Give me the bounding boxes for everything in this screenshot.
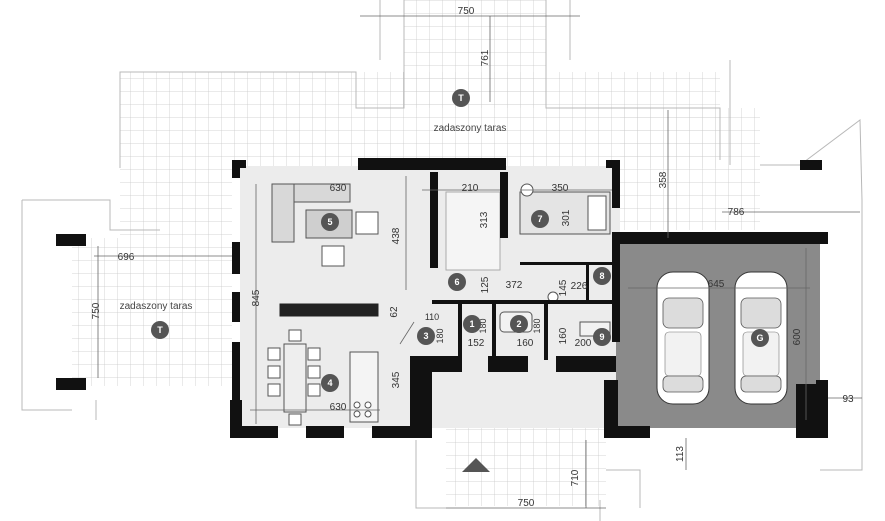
dim-top-depth: 761 — [480, 49, 491, 66]
dim-room2-depth: 180 — [532, 318, 542, 333]
svg-text:9: 9 — [599, 332, 604, 342]
dim-room2-width: 160 — [517, 338, 534, 349]
roof-outlines — [21, 0, 863, 521]
dimension-lines — [94, 15, 862, 509]
dim-stair-depth: 313 — [479, 211, 490, 228]
svg-text:2: 2 — [516, 319, 521, 329]
dim-wc-depth: 180 — [435, 328, 445, 343]
dim-kitchen-depth: 345 — [391, 371, 402, 388]
dim-kitchen-gap: 62 — [389, 306, 400, 318]
dim-garage-offset: 93 — [842, 394, 854, 405]
garage-floor — [616, 242, 820, 428]
badge-room-9: 9 — [593, 328, 611, 346]
dim-hall-depth: 125 — [480, 276, 491, 293]
svg-text:G: G — [756, 333, 763, 343]
dimension-labels: 750 761 358 786 696 750 630 210 350 313 … — [91, 6, 854, 509]
dim-left-terrace-depth: 750 — [91, 302, 102, 319]
svg-text:5: 5 — [327, 217, 332, 227]
walls — [56, 158, 828, 438]
dim-right-terrace-width: 786 — [728, 207, 745, 218]
dim-stair-width: 210 — [462, 183, 479, 194]
badge-terrace-left: T — [151, 321, 169, 339]
badge-terrace-top: T — [452, 89, 470, 107]
svg-text:T: T — [157, 325, 163, 335]
dim-dining-width: 630 — [330, 402, 347, 413]
dim-left-terrace-width: 696 — [118, 252, 135, 263]
svg-text:T: T — [458, 93, 464, 103]
svg-text:3: 3 — [423, 331, 428, 341]
dim-room8-width: 226 — [571, 281, 588, 292]
svg-text:7: 7 — [537, 214, 542, 224]
terrace-top-label: zadaszony taras — [434, 123, 507, 134]
car-left — [656, 271, 710, 405]
room-badges: T T 5 6 7 8 1 2 — [151, 89, 769, 392]
badge-room-5: 5 — [321, 213, 339, 231]
entrance-arrow-icon — [462, 458, 490, 472]
terrace-left-label: zadaszony taras — [120, 301, 193, 312]
dim-living-depth: 438 — [391, 227, 402, 244]
badge-room-2: 2 — [510, 315, 528, 333]
badge-room-4: 4 — [321, 374, 339, 392]
dim-right-terrace-depth: 358 — [658, 171, 669, 188]
dim-garage-front: 113 — [675, 446, 686, 462]
dim-entrance-depth: 710 — [570, 469, 581, 486]
svg-text:6: 6 — [454, 277, 459, 287]
badge-garage: G — [751, 329, 769, 347]
svg-text:1: 1 — [469, 319, 474, 329]
dim-room7-depth: 301 — [561, 209, 572, 226]
dim-top-width: 750 — [458, 6, 475, 17]
badge-room-8: 8 — [593, 267, 611, 285]
terrace-tiles — [72, 0, 760, 506]
dim-room1-width: 152 — [468, 338, 485, 349]
dim-garage-width: 645 — [708, 279, 725, 290]
badge-room-6: 6 — [448, 273, 466, 291]
dim-house-depth: 845 — [251, 289, 262, 306]
dim-hall-width: 372 — [506, 280, 523, 291]
dim-entrance-width: 750 — [518, 498, 535, 509]
dim-room1-depth: 180 — [478, 318, 488, 333]
dim-wc-width: 110 — [425, 312, 439, 322]
dim-room7-width: 350 — [552, 183, 569, 194]
dim-room8-depth: 145 — [558, 279, 569, 296]
badge-room-7: 7 — [531, 210, 549, 228]
dim-room9-width: 200 — [575, 338, 592, 349]
dim-room9-depth: 160 — [558, 327, 569, 344]
badge-room-1: 1 — [463, 315, 481, 333]
badge-room-3: 3 — [417, 327, 435, 345]
dim-living-width: 630 — [330, 183, 347, 194]
svg-text:4: 4 — [327, 378, 332, 388]
svg-text:8: 8 — [599, 271, 604, 281]
dim-garage-depth: 600 — [792, 328, 803, 345]
